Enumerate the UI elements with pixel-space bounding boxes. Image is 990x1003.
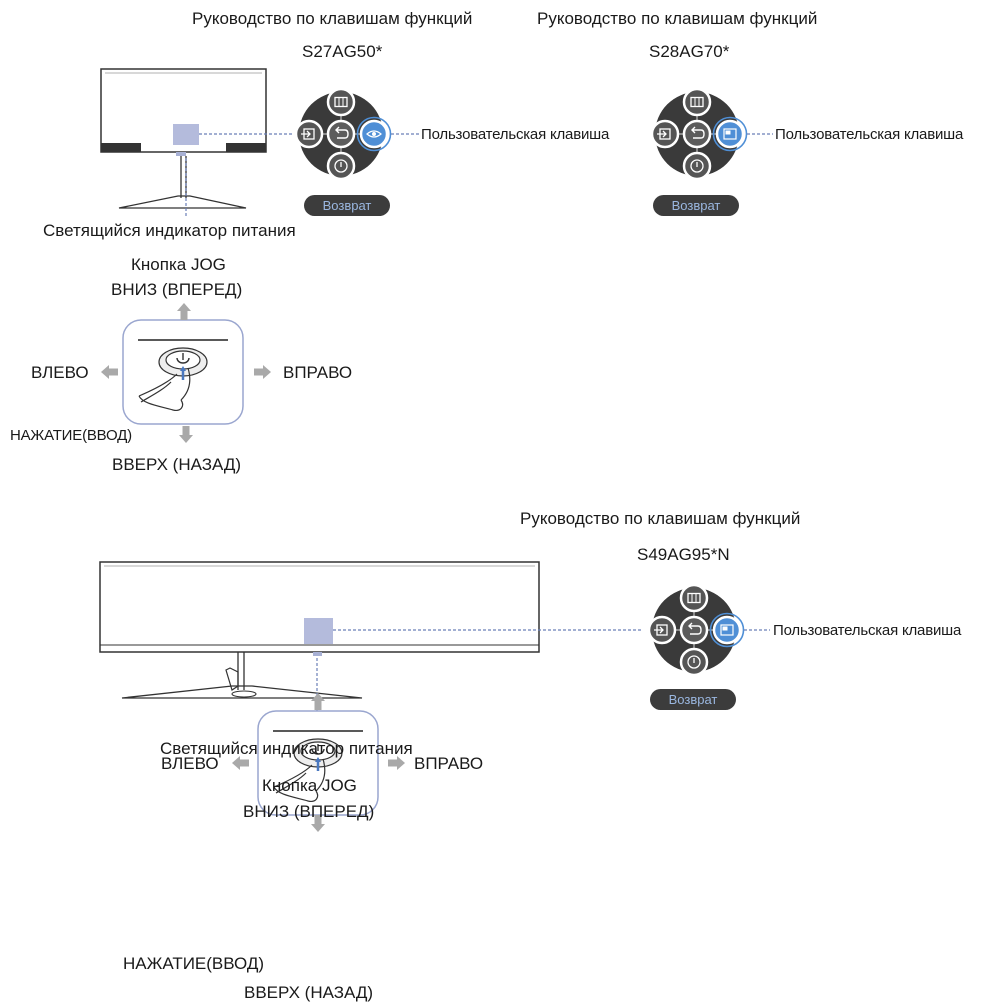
- monitor-bottom: [99, 561, 540, 699]
- jog-press-label: НАЖАТИЕ(ВВОД): [10, 427, 132, 444]
- power-indicator-label: Светящийся индикатор питания: [43, 221, 296, 240]
- jog-left-label: ВЛЕВО: [31, 363, 89, 382]
- jog-title-bottom: Кнопка JOG: [262, 776, 357, 795]
- model-s27: S27AG50*: [302, 42, 383, 61]
- function-pad-s27: [294, 87, 392, 181]
- arrow-down-top: [179, 426, 193, 443]
- jog-down-label-bottom: ВВЕРХ (НАЗАД): [244, 983, 374, 1002]
- model-s28: S28AG70*: [649, 42, 730, 61]
- arrow-up-bottom: [311, 693, 325, 710]
- picture-icon: [723, 128, 737, 140]
- function-pad-s49: [647, 583, 745, 677]
- jog-press-label-bottom: НАЖАТИЕ(ВВОД): [123, 954, 265, 973]
- power-indicator-highlight-bottom: [304, 618, 333, 644]
- jog-right-label-bottom: ВПРАВО: [414, 754, 484, 773]
- return-badge-right: Возврат: [653, 195, 739, 216]
- guide-heading-right: Руководство по клавишам функций: [537, 9, 818, 28]
- jog-title: Кнопка JOG: [131, 255, 226, 274]
- arrow-up-top: [177, 303, 191, 320]
- custom-key-label-right: Пользовательская клавиша: [775, 126, 964, 143]
- jog-right-label: ВПРАВО: [283, 363, 353, 382]
- guide-heading-left: Руководство по клавишам функций: [192, 9, 473, 28]
- jog-illustration-bottom: [256, 709, 380, 817]
- function-pad-s28: [650, 87, 748, 181]
- return-badge-left: Возврат: [304, 195, 390, 216]
- custom-key-label-left: Пользовательская клавиша: [421, 126, 610, 143]
- arrow-right-bottom: [388, 756, 405, 770]
- jog-illustration-top: [121, 318, 245, 426]
- custom-key-label-bottom: Пользовательская клавиша: [773, 622, 962, 639]
- eye-icon: [366, 130, 382, 138]
- arrow-left-top: [101, 365, 118, 379]
- power-indicator-highlight: [173, 124, 199, 145]
- model-s49: S49AG95*N: [637, 545, 730, 564]
- jog-up-label: ВНИЗ (ВПЕРЕД): [111, 280, 243, 299]
- return-badge-bottom: Возврат: [650, 689, 736, 710]
- arrow-right-top: [254, 365, 271, 379]
- arrow-left-bottom: [232, 756, 249, 770]
- jog-up-label-bottom: ВНИЗ (ВПЕРЕД): [243, 802, 375, 821]
- jog-left-label-bottom: ВЛЕВО: [161, 754, 219, 773]
- picture-icon: [720, 624, 734, 636]
- power-indicator-label-bottom: Светящийся индикатор питания: [160, 739, 413, 758]
- jog-down-label: ВВЕРХ (НАЗАД): [112, 455, 242, 474]
- guide-heading-bottom: Руководство по клавишам функций: [520, 509, 801, 528]
